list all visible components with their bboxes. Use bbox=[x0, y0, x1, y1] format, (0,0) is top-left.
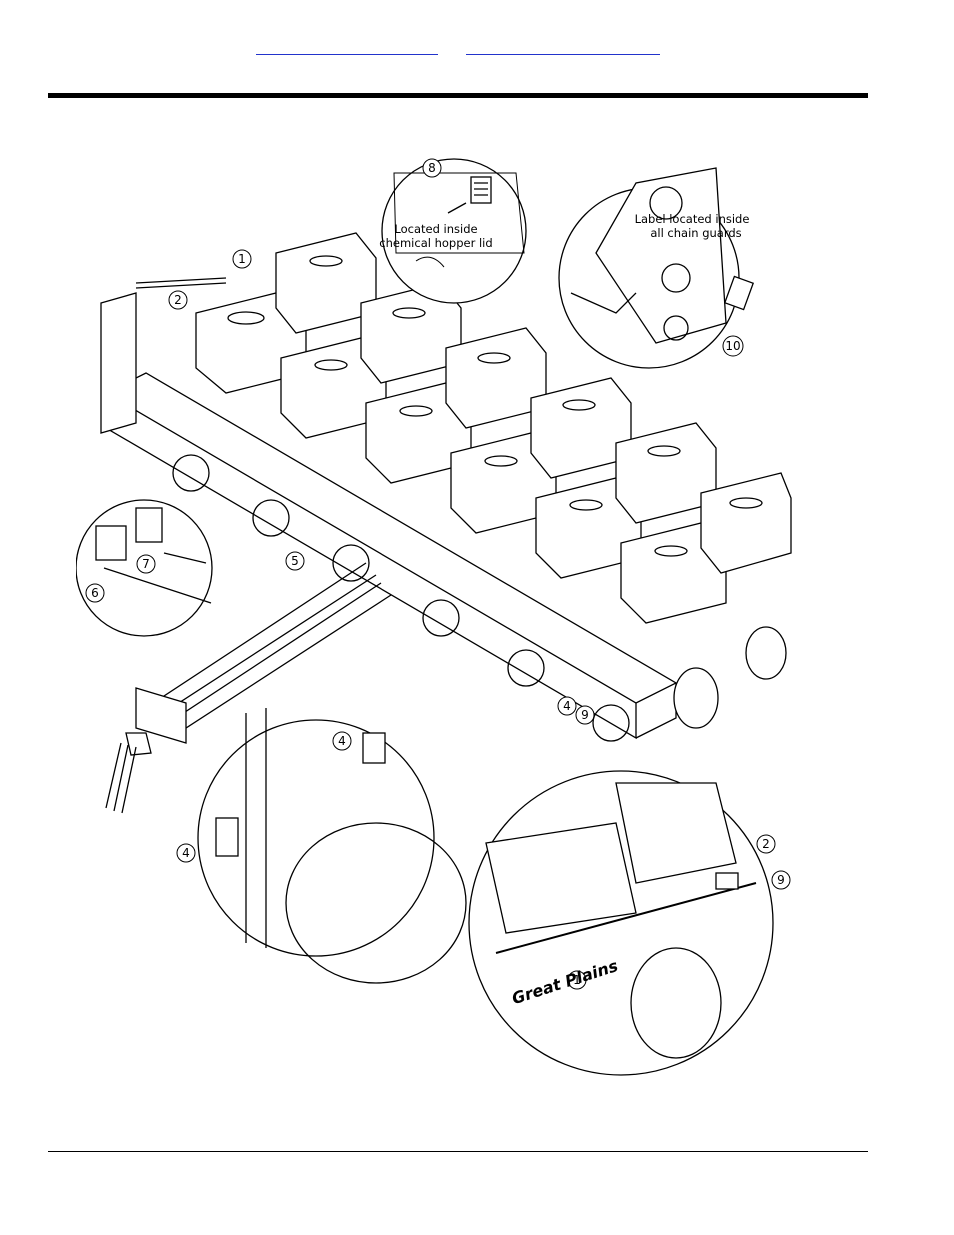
callout-7: 7 bbox=[136, 554, 156, 574]
callout-4: 4 bbox=[557, 696, 577, 716]
marker-arm bbox=[135, 277, 227, 289]
svg-text:9: 9 bbox=[777, 873, 785, 887]
callout-9-detail: 9 bbox=[771, 870, 791, 890]
seed-hoppers bbox=[195, 232, 792, 624]
detail-circle-wheel bbox=[197, 719, 435, 957]
svg-text:chemical hopper lid: chemical hopper lid bbox=[379, 236, 492, 250]
toolbar-frame bbox=[100, 292, 678, 740]
svg-text:4: 4 bbox=[338, 734, 346, 748]
note-chemical-hopper-lid: Located inside chemical hopper lid bbox=[379, 222, 492, 250]
svg-text:2: 2 bbox=[174, 293, 182, 307]
svg-text:9: 9 bbox=[581, 708, 589, 722]
top-rule bbox=[48, 93, 868, 98]
callout-9: 9 bbox=[575, 705, 595, 725]
svg-text:4: 4 bbox=[563, 699, 571, 713]
svg-text:4: 4 bbox=[182, 846, 190, 860]
callouts: 1 2 8 10 6 7 5 4 9 4 4 2 9 1 bbox=[85, 158, 791, 990]
svg-text:5: 5 bbox=[291, 554, 299, 568]
callout-1-detail: 1 bbox=[567, 970, 587, 990]
svg-text:10: 10 bbox=[725, 339, 740, 353]
svg-text:1: 1 bbox=[573, 973, 581, 987]
callout-4-detail-top: 4 bbox=[332, 731, 352, 751]
bottom-rule bbox=[48, 1151, 868, 1152]
header-link-left[interactable] bbox=[256, 38, 438, 55]
svg-text:8: 8 bbox=[428, 161, 436, 175]
callout-4-detail-left: 4 bbox=[176, 843, 196, 863]
callout-8: 8 bbox=[422, 158, 442, 178]
svg-text:6: 6 bbox=[91, 586, 99, 600]
callout-2: 2 bbox=[168, 290, 188, 310]
row-unit-wheels bbox=[172, 454, 787, 742]
svg-text:1: 1 bbox=[238, 252, 246, 266]
header-link-right[interactable] bbox=[466, 38, 660, 55]
svg-text:Label located inside: Label located inside bbox=[635, 212, 750, 226]
callout-6: 6 bbox=[85, 583, 105, 603]
callout-5: 5 bbox=[285, 551, 305, 571]
svg-text:all chain guards: all chain guards bbox=[650, 226, 741, 240]
svg-text:2: 2 bbox=[762, 837, 770, 851]
callout-10: 10 bbox=[722, 335, 744, 357]
planter-decal-diagram: 1 2 8 10 6 7 5 4 9 4 4 2 9 1 Located ins… bbox=[76, 158, 792, 1076]
note-chain-guards: Label located inside all chain guards bbox=[635, 212, 750, 240]
svg-text:7: 7 bbox=[142, 557, 150, 571]
callout-2-detail: 2 bbox=[756, 834, 776, 854]
hitch-tongue bbox=[105, 562, 392, 814]
svg-text:Located inside: Located inside bbox=[394, 222, 477, 236]
callout-1: 1 bbox=[232, 249, 252, 269]
